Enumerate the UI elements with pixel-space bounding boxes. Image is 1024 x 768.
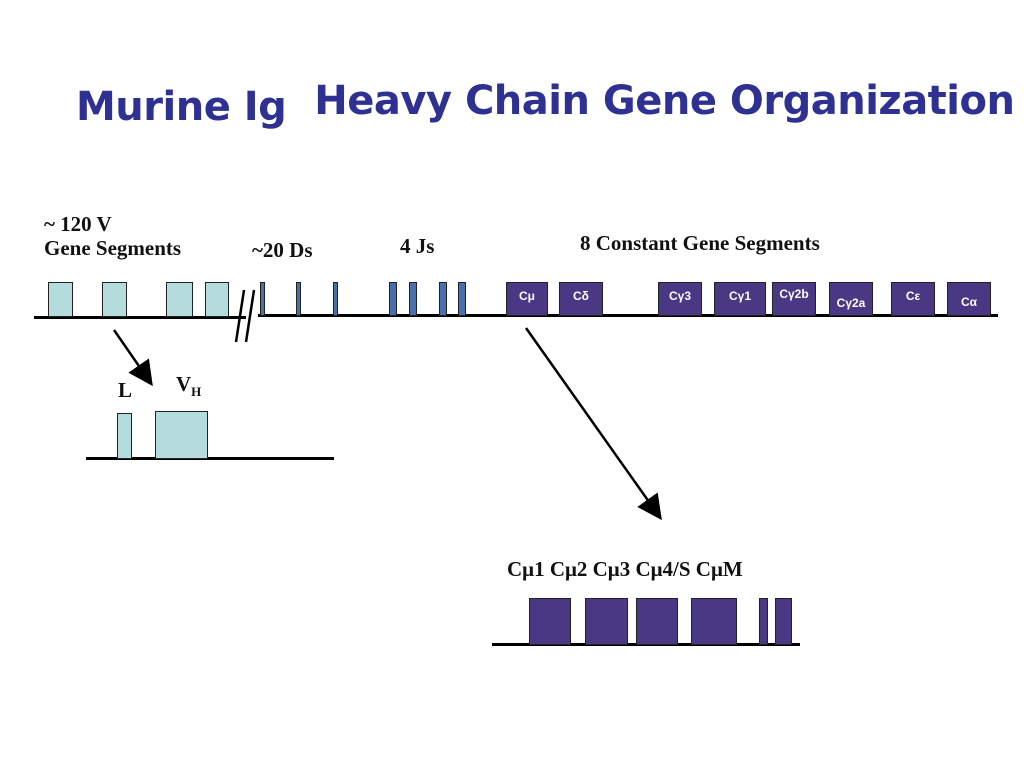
constant-gene-cgamma3: Cγ3 [658,282,702,316]
v-segment [166,282,193,317]
germline-line-left [34,316,246,319]
v-segments-label: ~ 120 V Gene Segments [44,212,181,260]
cmu-exon-m2 [775,598,792,645]
break-mark-1 [234,289,246,343]
leader-exon [117,413,132,459]
cmu-exon-1 [529,598,571,645]
cmu-exon-3 [636,598,678,645]
constant-gene-cdelta: Cδ [559,282,603,316]
j-segments-label: 4 Js [400,234,435,258]
title-part-1: Murine Ig [76,84,287,130]
germline-line-right [258,314,998,317]
vh-label-main: V [176,372,192,396]
cmu-exon-2 [585,598,628,645]
title-part-2: Heavy Chain Gene Organization [314,78,1015,124]
break-mark-2 [244,289,256,343]
j-segment [389,282,397,316]
d-segments-label: ~20 Ds [252,238,313,262]
constant-gene-cepsilon: Cε [891,282,935,316]
vh-line [86,457,334,460]
arrow-to-vh [112,329,153,387]
v-segments-label-line1: ~ 120 V [44,212,112,236]
d-segment [296,282,301,316]
v-segments-label-line2: Gene Segments [44,236,182,261]
constant-gene-cgamma1: Cγ1 [714,282,766,316]
arrow-to-cmu [524,327,662,521]
constant-gene-calpha: Cα [947,282,991,316]
vh-exon [155,411,208,459]
vh-label-subscript: H [191,384,202,400]
j-segment [439,282,447,316]
v-segment [48,282,73,317]
constant-gene-cgamma2a: Cγ2a [829,282,873,316]
v-segment [205,282,229,317]
constant-gene-cmu: Cμ [506,282,548,316]
j-segment [458,282,466,316]
j-segment [409,282,417,316]
cmu-exon-4s [691,598,737,645]
v-segment [102,282,127,317]
vh-label: VH [176,372,201,400]
cmu-exon-m1 [759,598,768,645]
constant-segments-label: 8 Constant Gene Segments [580,231,820,255]
constant-gene-cgamma2b: Cγ2b [772,282,816,316]
cmu-exons-label: Cμ1 Cμ2 Cμ3 Cμ4/S CμM [507,557,743,581]
d-segment [333,282,338,316]
slide-title: Murine Ig Heavy Chain Gene Organization [76,78,1024,130]
d-segment [260,282,265,316]
